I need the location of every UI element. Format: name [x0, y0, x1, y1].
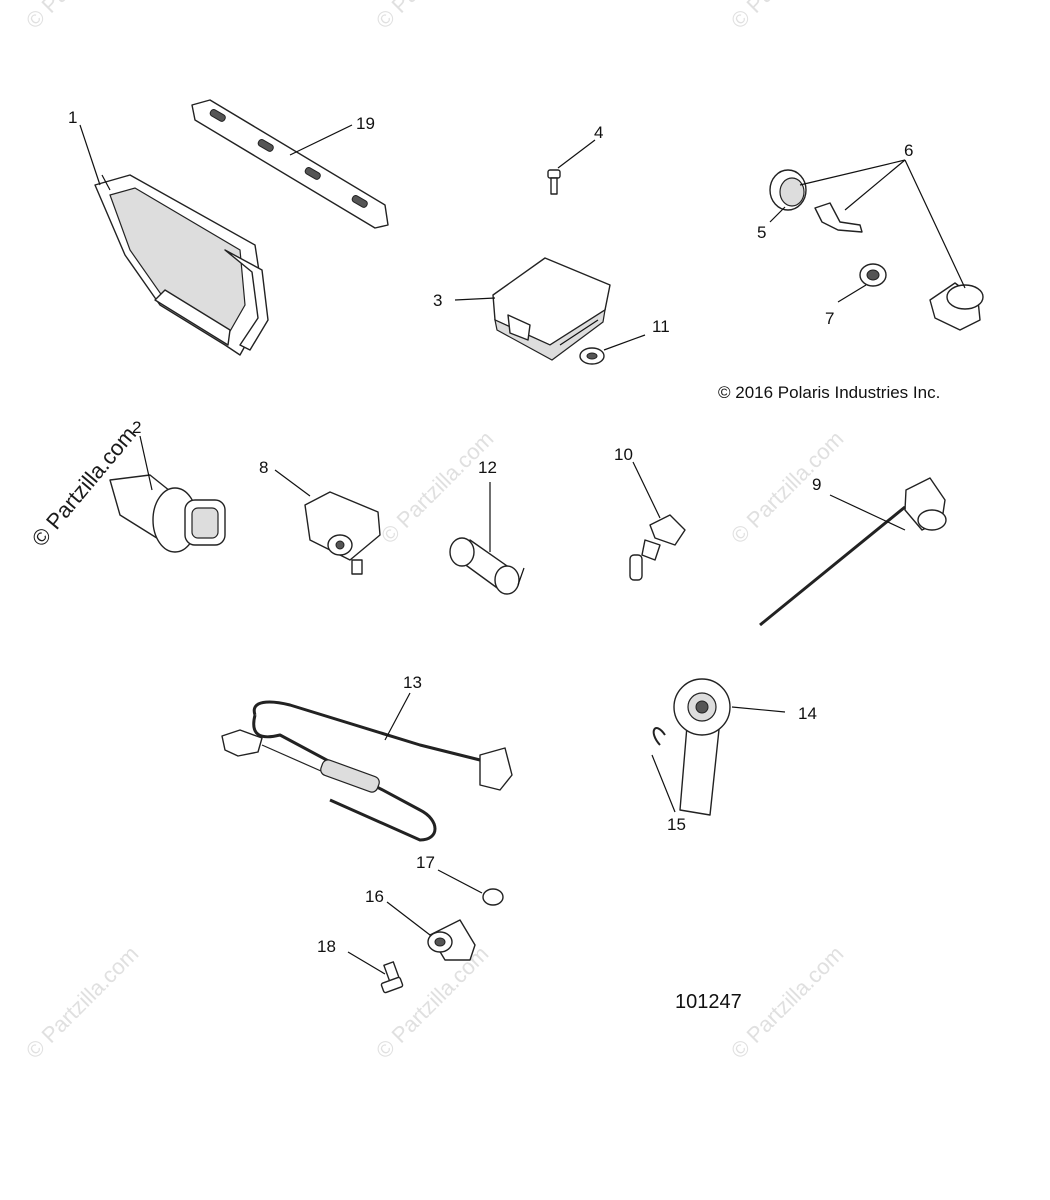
callout-17: 17	[416, 853, 435, 872]
part-bracket	[191, 99, 389, 229]
callout-18: 18	[317, 937, 336, 956]
part-switch	[929, 282, 984, 331]
part-clip	[652, 727, 666, 746]
callout-10: 10	[614, 445, 633, 464]
part-grommet	[579, 347, 605, 365]
part-knock-sensor	[673, 678, 731, 816]
callout-8: 8	[259, 458, 268, 477]
part-screw	[547, 169, 561, 195]
callout-12: 12	[478, 458, 497, 477]
part-module	[492, 257, 611, 361]
part-map-sensor	[304, 491, 381, 575]
callout-3: 3	[433, 291, 442, 310]
callout-13: 13	[403, 673, 422, 692]
part-harness	[221, 700, 513, 842]
callout-19: 19	[356, 114, 375, 133]
watermark: © Partzilla.com	[371, 0, 494, 34]
part-probe	[759, 477, 947, 627]
callout-14: 14	[798, 704, 817, 723]
part-sensor-2	[109, 474, 226, 553]
watermark: © Partzilla.com	[21, 941, 144, 1064]
part-cap	[769, 169, 807, 211]
callout-6: 6	[904, 141, 913, 160]
callout-15: 15	[667, 815, 686, 834]
watermark: © Partzilla.com	[371, 941, 494, 1064]
callout-7: 7	[825, 309, 834, 328]
part-ecu	[94, 174, 269, 356]
callout-9: 9	[812, 475, 821, 494]
callout-4: 4	[594, 123, 603, 142]
callouts: 1 2 3 4 5 6 7 8 9 10 11 12 13 14 15 16 1…	[68, 108, 913, 956]
part-elbow	[427, 919, 476, 961]
watermarks: © Partzilla.com © Partzilla.com © Partzi…	[21, 0, 849, 1064]
callout-5: 5	[757, 223, 766, 242]
part-temp-sensor	[629, 514, 686, 581]
watermark: © Partzilla.com	[726, 941, 849, 1064]
part-o-ring	[482, 888, 504, 906]
callout-16: 16	[365, 887, 384, 906]
part-bolt	[380, 961, 404, 994]
part-nut	[859, 263, 887, 287]
watermark: © Partzilla.com	[21, 0, 144, 34]
callout-2: 2	[132, 418, 141, 437]
copyright-text: © 2016 Polaris Industries Inc.	[718, 383, 940, 402]
watermark: © Partzilla.com	[726, 426, 849, 549]
leader-lines	[79, 124, 966, 975]
watermark: © Partzilla.com	[726, 0, 849, 34]
part-cylinder-sensor	[449, 537, 525, 595]
figure-number: 101247	[675, 991, 742, 1013]
part-tab	[814, 202, 863, 233]
watermark: © Partzilla.com	[376, 426, 499, 549]
callout-11: 11	[652, 317, 670, 336]
callout-1: 1	[68, 108, 77, 127]
